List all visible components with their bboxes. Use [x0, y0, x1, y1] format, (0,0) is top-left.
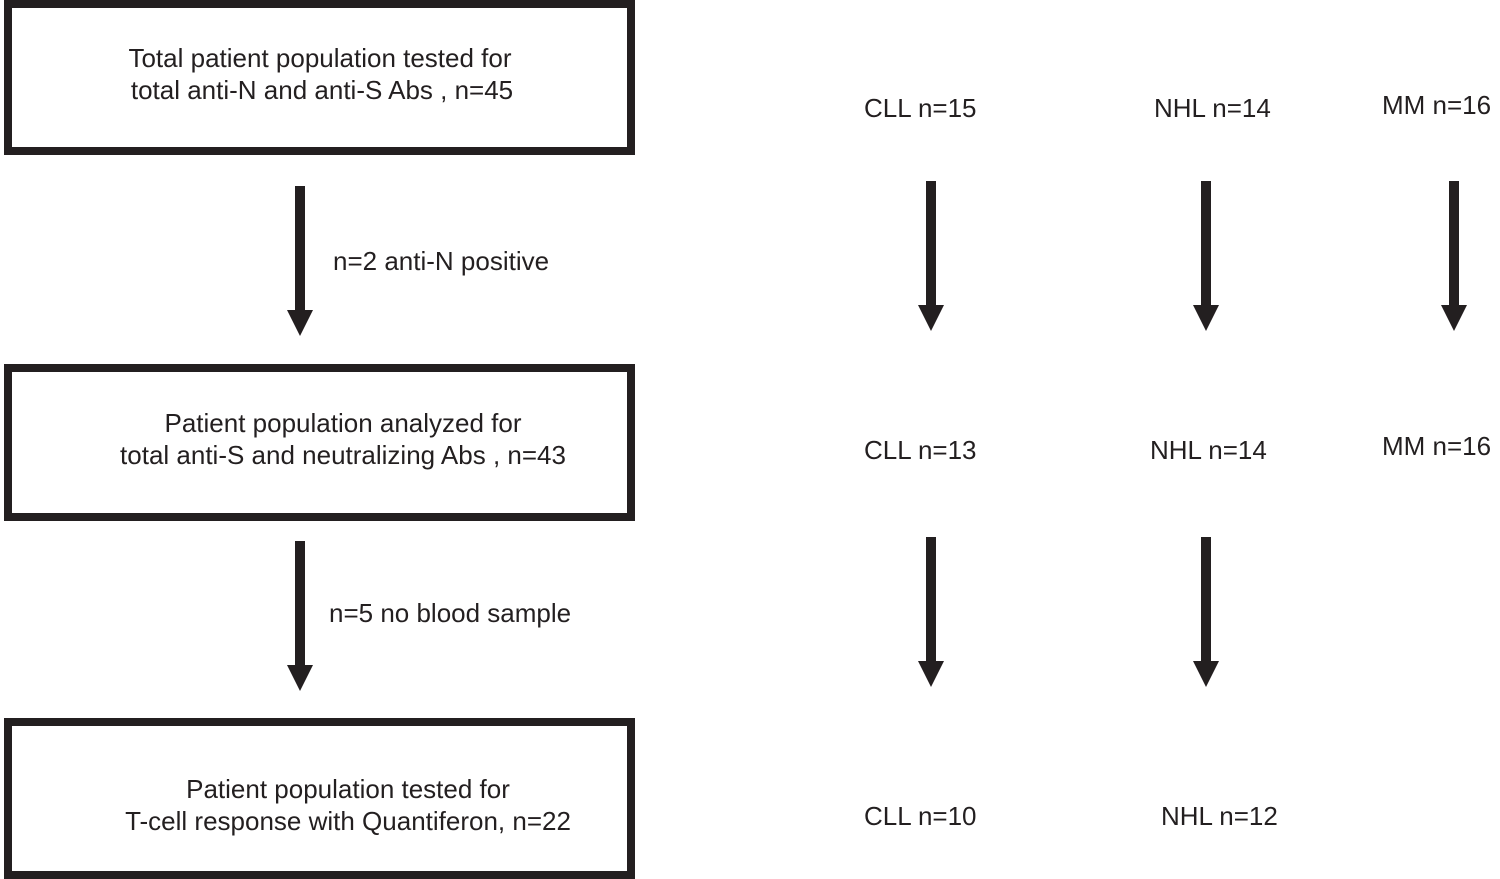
exclusion-label-no-sample: n=5 no blood sample — [329, 598, 572, 628]
down-arrow-icon — [1193, 537, 1219, 687]
box-tcell-population-line2: T-cell response with Quantiferon, n=22 — [125, 806, 571, 836]
box-tcell-population-line1: Patient population tested for — [186, 774, 510, 804]
exclusion-label-anti-n: n=2 anti-N positive — [333, 246, 550, 276]
down-arrow-icon — [287, 541, 313, 691]
box-total-population-line2: total anti-N and anti-S Abs , n=45 — [130, 75, 514, 105]
down-arrow-icon — [287, 186, 313, 336]
box-analyzed-population-line1: Patient population analyzed for — [164, 408, 522, 438]
stage3-nhl-count: NHL n=12 — [1161, 801, 1278, 831]
stage2-mm-count: MM n=16 — [1382, 431, 1492, 461]
down-arrow-icon — [918, 537, 944, 687]
stage2-nhl-count: NHL n=14 — [1150, 435, 1267, 465]
box-tcell-population — [4, 718, 635, 879]
box-analyzed-population — [4, 364, 635, 521]
stage3-cll-count: CLL n=10 — [864, 801, 977, 831]
down-arrow-icon — [1193, 181, 1219, 331]
box-total-population — [4, 0, 635, 155]
stage1-mm-count: MM n=16 — [1382, 90, 1492, 120]
stage1-nhl-count: NHL n=14 — [1154, 93, 1271, 123]
down-arrow-icon — [918, 181, 944, 331]
box-analyzed-population-line2: total anti-S and neutralizing Abs , n=43 — [120, 440, 566, 470]
stage1-cll-count: CLL n=15 — [864, 93, 977, 123]
down-arrow-icon — [1441, 181, 1467, 331]
box-total-population-line1: Total patient population tested for — [128, 43, 512, 73]
stage2-cll-count: CLL n=13 — [864, 435, 977, 465]
